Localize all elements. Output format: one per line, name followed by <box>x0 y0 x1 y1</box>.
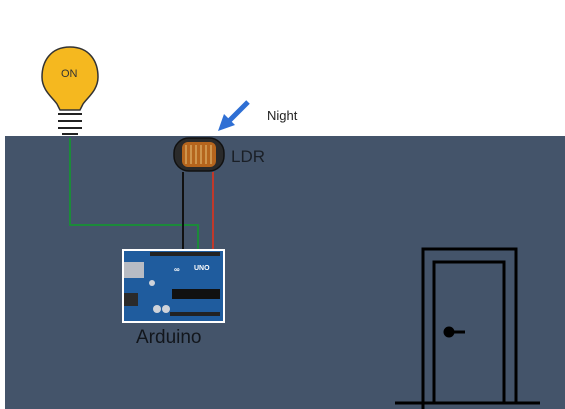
door-icon <box>395 247 540 409</box>
svg-text:∞: ∞ <box>174 265 180 274</box>
ldr-label: LDR <box>231 147 266 166</box>
bulb-wire <box>69 138 199 252</box>
arduino-label: Arduino <box>136 327 202 348</box>
wall <box>5 136 565 409</box>
night-label: Night <box>267 108 298 123</box>
ldr-sensor-icon <box>173 137 225 172</box>
moon-icon <box>258 40 310 107</box>
arduino-board-icon: ∞ UNO <box>122 249 225 323</box>
light-bulb-icon <box>41 46 99 135</box>
bulb-state-label: ON <box>61 68 78 80</box>
arrow-icon <box>218 100 250 131</box>
board-model-label: UNO <box>194 265 210 272</box>
